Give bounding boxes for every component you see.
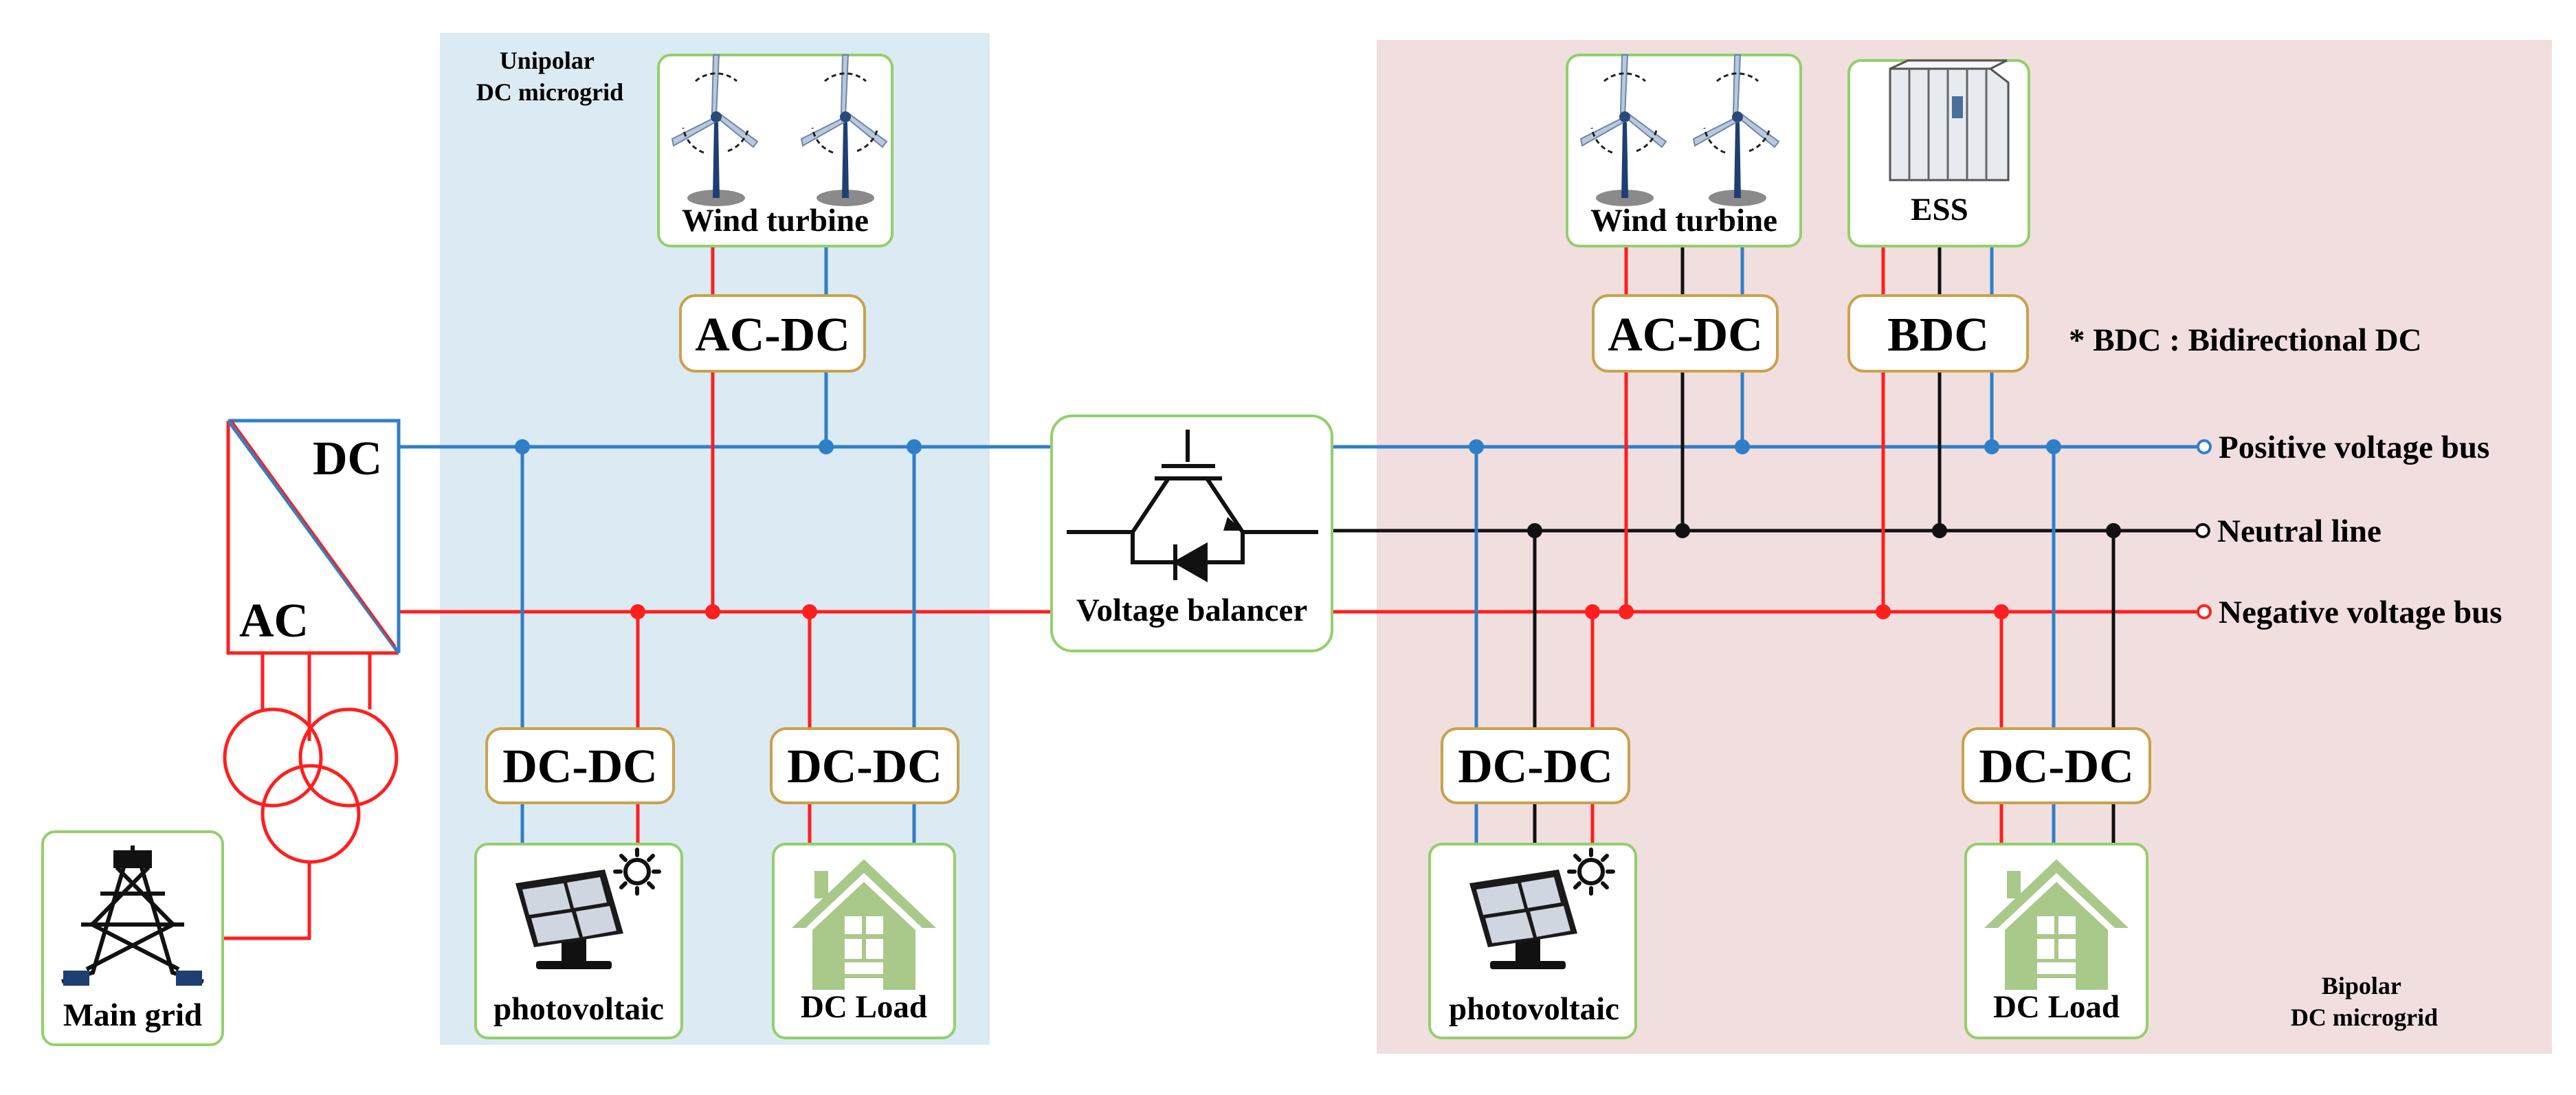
right-wind-turbine-box: Wind turbine bbox=[1566, 54, 1802, 247]
left-dc-load-label: DC Load bbox=[801, 989, 927, 1025]
bdc-footnote: * BDC : Bidirectional DC bbox=[2069, 322, 2422, 358]
left-wind-turbine-label: Wind turbine bbox=[682, 203, 869, 239]
unipolar-region-line: DC microgrid bbox=[476, 78, 623, 106]
right-dc-load-box: DC Load bbox=[1964, 843, 2148, 1039]
main-grid-label: Main grid bbox=[63, 997, 202, 1033]
left-wind-turbine-box: Wind turbine bbox=[657, 54, 893, 247]
right-pv-box: photovoltaic bbox=[1428, 843, 1637, 1039]
main-ac-dc-converter: DC AC bbox=[226, 419, 401, 655]
bdc-converter: BDC bbox=[1847, 294, 2029, 373]
converter-ac-label: AC bbox=[239, 595, 309, 648]
converter-dc-label: DC bbox=[313, 432, 382, 485]
svg-text:DC-DC: DC-DC bbox=[502, 740, 658, 793]
voltage-balancer-box: Voltage balancer bbox=[1050, 414, 1333, 652]
negative-bus-label: Negative voltage bus bbox=[2219, 595, 2502, 630]
positive-bus-label: Positive voltage bus bbox=[2219, 430, 2489, 465]
bipolar-region-line: DC microgrid bbox=[2291, 1004, 2438, 1031]
left-pv-box: photovoltaic bbox=[474, 843, 683, 1039]
right-load-dcdc-converter: DC-DC bbox=[1962, 727, 2151, 804]
svg-text:AC-DC: AC-DC bbox=[695, 309, 850, 362]
unipolar-region-label: Unipolar DC microgrid bbox=[476, 47, 623, 106]
right-pv-dcdc-converter: DC-DC bbox=[1441, 727, 1630, 804]
svg-text:BDC: BDC bbox=[1887, 309, 1989, 362]
svg-text:AC-DC: AC-DC bbox=[1608, 309, 1763, 362]
right-acdc-converter: AC-DC bbox=[1592, 294, 1779, 373]
ess-box: ESS bbox=[1847, 59, 2030, 247]
transformer-icon bbox=[223, 707, 399, 864]
transmission-tower-icon bbox=[61, 845, 204, 986]
left-dc-load-box: DC Load bbox=[772, 843, 956, 1039]
svg-text:DC-DC: DC-DC bbox=[1979, 740, 2134, 793]
junction-dots bbox=[515, 439, 2121, 619]
main-grid-box: Main grid bbox=[41, 830, 224, 1046]
bipolar-region-line: Bipolar bbox=[2322, 972, 2401, 999]
svg-text:DC-DC: DC-DC bbox=[1458, 740, 1613, 793]
neutral-line-terminal bbox=[2195, 523, 2210, 538]
right-dc-load-label: DC Load bbox=[1993, 989, 2120, 1025]
right-wind-turbine-label: Wind turbine bbox=[1590, 203, 1777, 239]
igbt-switch-icon bbox=[1067, 430, 1318, 583]
positive-bus-terminal bbox=[2197, 439, 2212, 454]
ess-label: ESS bbox=[1911, 192, 1968, 228]
left-pv-dcdc-converter: DC-DC bbox=[485, 727, 675, 804]
neutral-line-label: Neutral line bbox=[2217, 513, 2381, 549]
left-pv-label: photovoltaic bbox=[493, 991, 664, 1027]
right-pv-label: photovoltaic bbox=[1449, 991, 1619, 1027]
voltage-balancer-label: Voltage balancer bbox=[1076, 593, 1307, 628]
negative-bus-terminal bbox=[2197, 604, 2212, 619]
battery-cabinet-icon bbox=[1889, 59, 2010, 181]
left-acdc-converter: AC-DC bbox=[679, 294, 866, 373]
bipolar-region-label: Bipolar DC microgrid bbox=[2291, 972, 2438, 1031]
left-load-dcdc-converter: DC-DC bbox=[770, 727, 959, 804]
svg-text:DC-DC: DC-DC bbox=[787, 740, 942, 793]
unipolar-region-line: Unipolar bbox=[500, 47, 595, 74]
